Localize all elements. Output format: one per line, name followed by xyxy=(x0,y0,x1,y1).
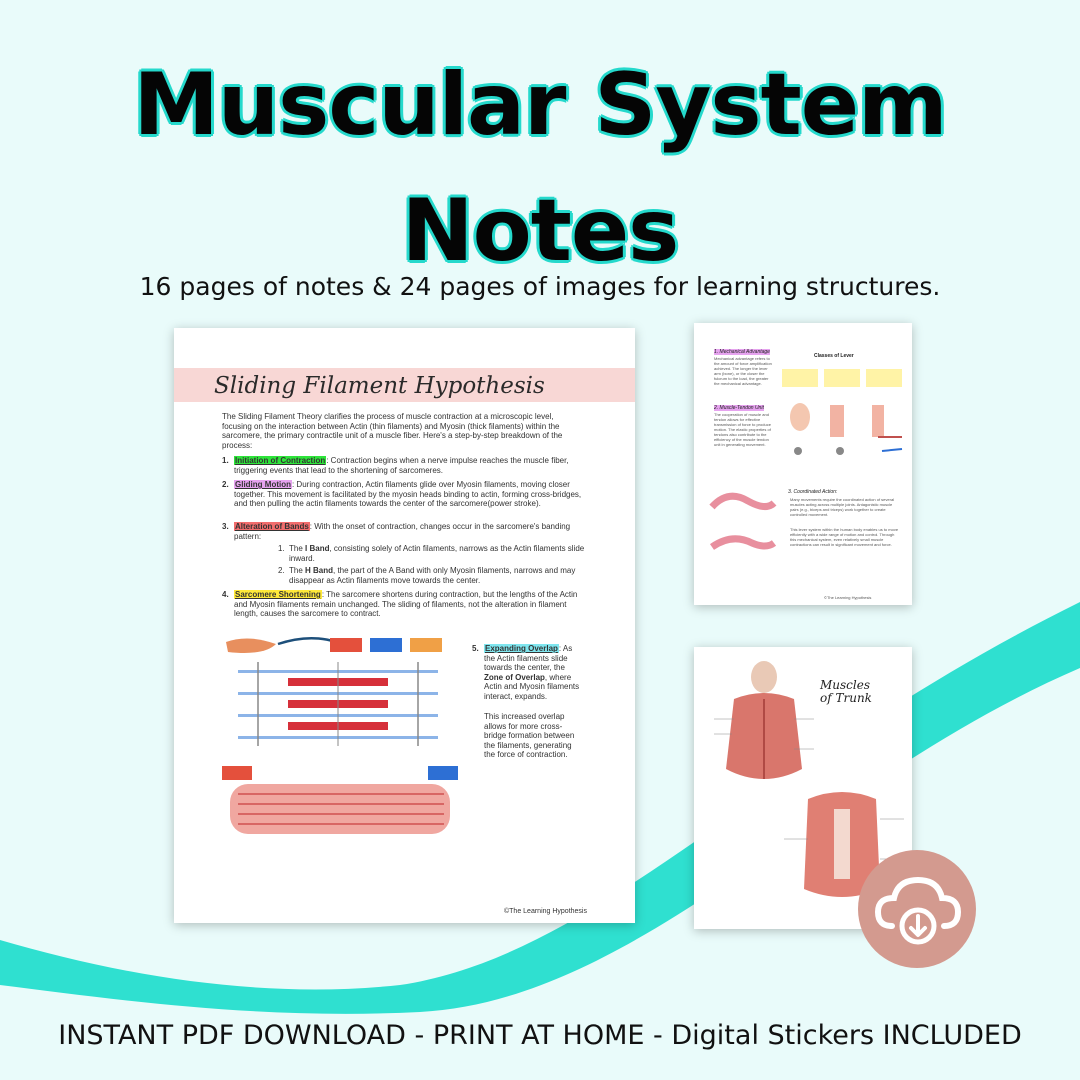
title-band xyxy=(174,368,635,402)
sub-number: 1. xyxy=(278,544,285,553)
item-number: 5. xyxy=(472,644,479,653)
term: Sarcomere Shortening xyxy=(234,590,322,599)
item-text: : With the onset of contraction, changes… xyxy=(234,522,571,541)
thin-actin-tag xyxy=(370,638,402,652)
page-title: Sliding Filament Hypothesis xyxy=(214,373,545,399)
term: Alteration of Bands xyxy=(234,522,310,531)
cloud-download-icon xyxy=(874,876,962,945)
item-text: : The sarcomere shortens during contract… xyxy=(234,590,578,619)
list-item: Initiation of Contraction: Contraction b… xyxy=(234,456,584,475)
subtitle: 16 pages of notes & 24 pages of images f… xyxy=(139,272,941,301)
list-item: Gliding Motion: During contraction, Acti… xyxy=(234,480,584,509)
section-text-2: This lever system within the human body … xyxy=(790,527,899,547)
muscle-illustration xyxy=(226,638,276,653)
classes-heading: Classes of Lever xyxy=(814,353,854,359)
main-notes-page-preview: Sliding Filament Hypothesis The Sliding … xyxy=(174,328,635,923)
item-text: : During contraction, Actin filaments gl… xyxy=(234,480,582,509)
list-item: Expanding Overlap: As the Actin filament… xyxy=(484,644,580,701)
title-line-2: Notes xyxy=(401,181,680,281)
sarcomere-diagram xyxy=(222,637,458,834)
sub-number: 2. xyxy=(278,566,285,575)
intro-paragraph: The Sliding Filament Theory clarifies th… xyxy=(222,412,563,450)
sub-item: The H Band, the part of the A Band with … xyxy=(289,566,576,585)
credit: ©The Learning Hypothesis xyxy=(504,908,587,915)
item-number: 1. xyxy=(222,456,229,465)
section-heading: 1. Mechanical Advantage xyxy=(714,349,770,355)
thick-myosin-tag xyxy=(330,638,362,652)
myofibril-illustration xyxy=(230,784,450,834)
thick-myosin-tag-2 xyxy=(222,766,252,780)
item5-paragraph: This increased overlap allows for more c… xyxy=(484,712,575,760)
item-number: 2. xyxy=(222,480,229,489)
sub-item: The I Band, consisting solely of Actin f… xyxy=(289,544,585,563)
page-title: Muscles of Trunk xyxy=(820,678,872,705)
list-item: Sarcomere Shortening: The sarcomere shor… xyxy=(234,590,584,619)
credit: ©The Learning Hypothesis xyxy=(824,595,872,600)
list-item: Alteration of Bands: With the onset of c… xyxy=(234,522,584,541)
term: Expanding Overlap xyxy=(484,644,559,653)
footer-banner: INSTANT PDF DOWNLOAD - PRINT AT HOME - D… xyxy=(58,1020,1022,1051)
item-number: 4. xyxy=(222,590,229,599)
download-badge xyxy=(858,850,976,968)
section-heading: 2. Muscle-Tendon Unit xyxy=(714,405,764,411)
filament-rows xyxy=(238,662,438,746)
thin-actin-tag-2 xyxy=(428,766,458,780)
section-text: The cooperation of muscle and tendon all… xyxy=(714,412,771,447)
section-heading: 3. Coordinated Action: xyxy=(788,489,838,495)
lever-diagrams xyxy=(782,369,903,455)
lever-page-preview: 1. Mechanical Advantage Mechanical advan… xyxy=(694,323,912,605)
elastic-titin-tag xyxy=(410,638,442,652)
trunk-anatomy-illustration xyxy=(714,661,904,897)
term: Gliding Motion xyxy=(234,480,292,489)
item-text: : Contraction begins when a nerve impuls… xyxy=(234,456,569,475)
title-line-1: Muscular System xyxy=(133,55,947,155)
section-text: Mechanical advantage refers to the amoun… xyxy=(714,356,772,386)
term: Initiation of Contraction xyxy=(234,456,327,465)
arm-muscle-diagrams xyxy=(709,492,777,550)
section-text: Many movements require the coordinated a… xyxy=(790,497,895,517)
item-number: 3. xyxy=(222,522,229,531)
